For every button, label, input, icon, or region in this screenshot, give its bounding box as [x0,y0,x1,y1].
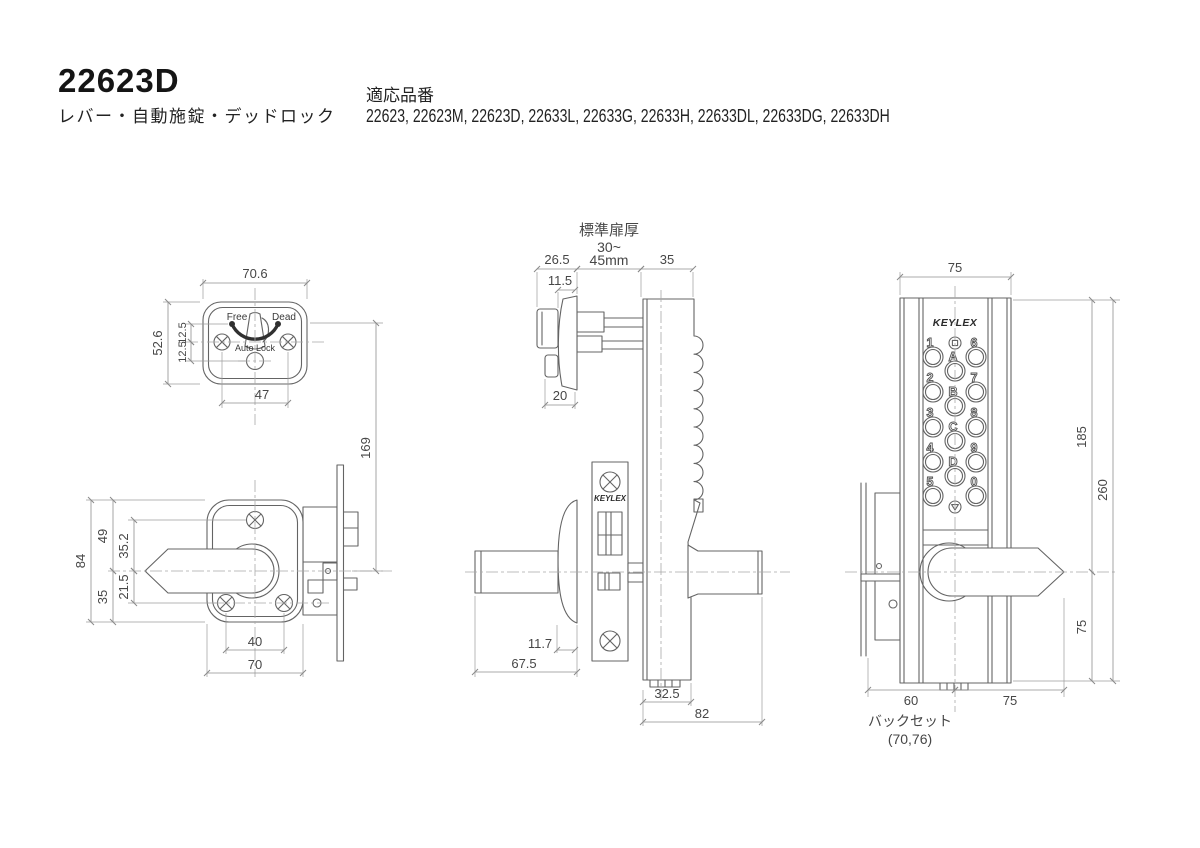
mortise-faceplate [591,461,629,662]
view-indicator-plate: Free Dead Auto Lock 70.6 52.6 12.5 12.5 [150,266,324,425]
dim-label: 20 [553,388,567,403]
dim-label: 67.5 [511,656,536,671]
view-keypad-front: KEYLEX [845,260,1120,747]
backset-label: バックセット [868,713,952,729]
spindle-lower [576,335,603,353]
key-label: 2 [927,371,934,385]
view-side: KEYLEX [465,222,790,726]
dim-label: 260 [1095,479,1110,501]
key-label: 5 [927,475,934,489]
body-stub [693,498,704,513]
backset-values: (70,76) [888,731,932,747]
dim-label: 82 [695,706,709,721]
dim-label: 185 [1074,426,1089,448]
key-label: A [948,350,957,364]
arc-end-dot [275,321,281,327]
lower-knob-profile [544,354,559,378]
mortise-case [302,506,338,616]
dim-label: 35 [95,590,110,604]
dim-label: 32.5 [654,686,679,701]
compat-label: 適応品番 [366,86,434,105]
arc-end-dot [229,321,235,327]
keypad-buttons: 1 2 3 4 5 6 7 8 9 0 A B C D [922,336,987,514]
dim-label: 84 [73,554,88,568]
exterior-lever-profile [687,544,763,599]
key-label: 8 [971,406,978,420]
key-label: 0 [971,475,978,489]
dim-label: 52.6 [150,330,165,355]
pin-hole [875,562,883,570]
dimensions-side-view: 標準扉厚 30~ 26.5 45mm 35 11.5 20 [471,222,766,726]
dimensions-interior-front: 169 84 49 35 35.2 21.5 40 70 [73,319,383,677]
key-label: 9 [971,441,978,455]
door-thickness-mm: 45mm [590,252,629,268]
latch-stub [342,527,359,547]
hub-block [307,579,324,594]
key-label: D [948,455,957,469]
lever-trim-profile [557,499,578,624]
dim-label: 21.5 [116,574,131,599]
screw-icon [599,630,621,652]
pin-hole [888,599,898,609]
dim-label: 47 [255,387,269,402]
thumbturn-flag [261,317,270,343]
key-label: 3 [927,406,934,420]
dim-label: 11.5 [548,273,572,288]
product-subtitle: レバー・自動施錠・デッドロック [58,107,336,126]
deadbolt-stub [342,577,358,591]
thumbturn-knob-profile [536,308,559,349]
label-free: Free [227,312,248,323]
screw-icon [599,471,621,493]
dim-label: 70 [248,657,262,672]
key-button [922,346,987,507]
thumbturn-trim-profile [557,295,578,391]
dim-label: 35.2 [116,533,131,558]
dim-label: 49 [95,529,110,543]
dim-label: 26.5 [544,252,569,267]
dimensions-indicator-plate: 70.6 52.6 12.5 12.5 47 [150,266,311,408]
dim-label: 35 [660,252,674,267]
dim-label: 169 [358,437,373,459]
key-label: 4 [927,441,934,455]
page-title: 22623D [58,62,180,99]
key-label: 1 [927,336,934,350]
faceplate-edge [336,464,345,662]
spindle-upper [576,311,605,333]
strike-plate [874,492,901,641]
label-dead: Dead [272,312,296,323]
dim-label: 75 [1074,620,1089,634]
dim-label: 12.5 [177,341,189,362]
brand-logo: KEYLEX [594,494,627,503]
key-label: C [948,420,957,434]
door-thickness-range: 30~ [597,239,621,255]
dim-label: 40 [248,634,262,649]
door-thickness-label: 標準扉厚 [579,222,639,239]
dim-label: 12.5 [177,322,189,343]
key-label: 6 [971,336,978,350]
dimensions-keypad-front: 75 185 260 75 60 75 バックセット (70,76) [864,260,1120,747]
deadbolt-thrown [860,573,901,582]
dim-label: 75 [1003,693,1017,708]
dim-label: 11.7 [528,636,552,651]
keypad-body-profile [642,298,704,681]
dim-label: 70.6 [242,266,267,281]
compat-models: 22623, 22623M, 22623D, 22633L, 22633G, 2… [366,106,890,126]
dim-label: 60 [904,693,918,708]
view-interior-front: 169 84 49 35 35.2 21.5 40 70 [73,319,392,677]
latch-stub [342,511,359,529]
spindle-block [322,562,338,581]
dim-label: 75 [948,260,962,275]
key-label: 7 [971,371,978,385]
latch-bolt [597,511,623,556]
key-label: B [948,385,957,399]
